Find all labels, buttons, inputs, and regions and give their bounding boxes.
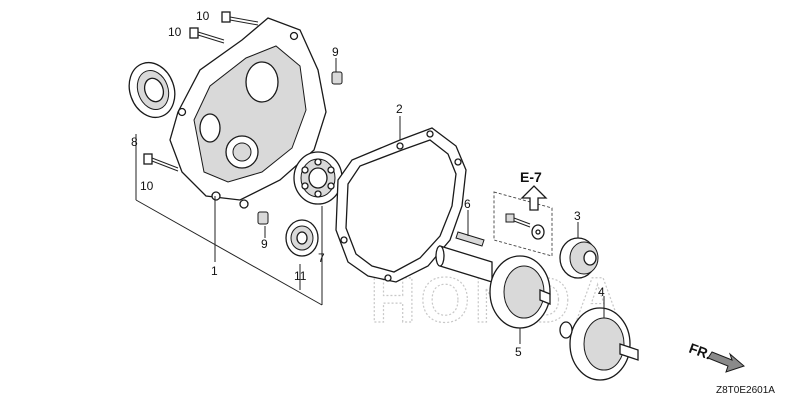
bolt-lower-left xyxy=(143,153,179,172)
label-part-7[interactable]: 7 xyxy=(318,251,325,265)
label-part-11[interactable]: 11 xyxy=(294,269,307,283)
pinion-gear xyxy=(559,237,599,279)
label-part-10-c[interactable]: 10 xyxy=(140,179,154,193)
bolt-top-left xyxy=(189,27,225,44)
dowel-pin-top xyxy=(331,71,343,85)
diagram-code: Z8T0E2601A xyxy=(716,385,775,396)
label-part-5[interactable]: 5 xyxy=(515,345,522,359)
ref-label-e7[interactable]: E-7 xyxy=(520,169,542,185)
bolt-top-right xyxy=(221,11,259,26)
bearing-large xyxy=(293,151,343,205)
front-direction-label: FR. xyxy=(687,340,714,363)
shaft-key xyxy=(455,231,485,247)
gear-case-cover xyxy=(169,17,327,209)
label-part-9-top[interactable]: 9 xyxy=(332,45,339,59)
ref-arrow-up-icon xyxy=(520,185,548,211)
arrow-right-icon xyxy=(707,351,745,373)
label-part-8[interactable]: 8 xyxy=(131,135,138,149)
reference-box xyxy=(493,191,553,257)
label-part-9-bottom[interactable]: 9 xyxy=(261,237,268,251)
label-part-4[interactable]: 4 xyxy=(598,285,605,299)
label-part-3[interactable]: 3 xyxy=(574,209,581,223)
counter-gear xyxy=(559,307,639,381)
label-part-1[interactable]: 1 xyxy=(211,264,218,278)
output-shaft-gear xyxy=(435,245,551,329)
front-direction-indicator: FR. xyxy=(687,340,745,373)
label-part-6[interactable]: 6 xyxy=(464,197,471,211)
leader-lines xyxy=(135,58,605,344)
label-part-10-b[interactable]: 10 xyxy=(168,25,182,39)
oil-seal xyxy=(128,61,176,119)
gasket xyxy=(335,127,467,283)
dowel-pin-bottom xyxy=(257,211,269,225)
bearing-small xyxy=(285,219,319,257)
label-part-2[interactable]: 2 xyxy=(396,102,403,116)
label-part-10-a[interactable]: 10 xyxy=(196,9,210,23)
